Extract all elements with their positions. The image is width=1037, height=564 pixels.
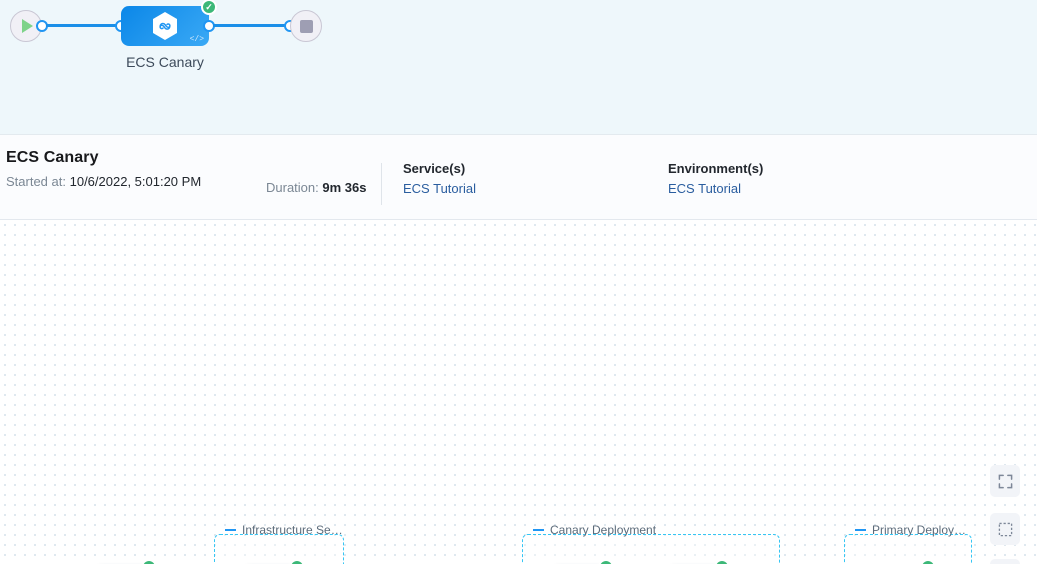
code-tag: </> [189, 35, 204, 44]
started-at-value: 10/6/2022, 5:01:20 PM [69, 174, 202, 189]
environments-value-link[interactable]: ECS Tutorial [668, 181, 741, 196]
services-label: Service(s) [403, 161, 466, 176]
collapse-dash-icon[interactable] [855, 529, 866, 531]
started-at-label: Started at [6, 174, 63, 189]
group-label: Primary Deploy… [872, 523, 967, 537]
duration-value: 9m 36s [322, 180, 367, 195]
zoom-controls[interactable]: + − [990, 559, 1020, 564]
group-label: Canary Deployment [550, 523, 657, 537]
page-title: ECS Canary [6, 149, 99, 166]
group-canary-deployment[interactable]: Canary Deployment [522, 523, 780, 564]
dashed-square-icon [998, 522, 1012, 536]
zoom-in-button[interactable]: + [990, 559, 1020, 564]
stop-icon [299, 19, 313, 33]
group-label: Infrastructure Se… [242, 523, 343, 537]
select-area-button[interactable] [990, 513, 1020, 545]
pipeline-overview-panel: </> ✓ ECS Canary [0, 0, 1037, 135]
play-icon [22, 19, 33, 33]
overview-edge-start [46, 24, 124, 27]
group-title[interactable]: Canary Deployment [533, 523, 656, 537]
green-check-icon: ✓ [141, 559, 157, 564]
green-check-icon: ✓ [201, 0, 217, 15]
overview-pipeline-node[interactable]: </> [121, 6, 209, 46]
execution-header: ECS Canary Started at: 10/6/2022, 5:01:2… [0, 135, 1037, 220]
header-divider [381, 163, 382, 205]
duration-label: Duration [266, 180, 316, 195]
overview-end-node[interactable] [290, 10, 322, 42]
group-infrastructure-section[interactable]: Infrastructure Se… [214, 523, 344, 564]
fullscreen-button[interactable] [990, 465, 1020, 497]
group-primary-deployment[interactable]: Primary Deploy… [844, 523, 972, 564]
group-title[interactable]: Infrastructure Se… [225, 523, 343, 537]
services-block: Service(s) ECS Tutorial [403, 161, 476, 196]
group-title[interactable]: Primary Deploy… [855, 523, 966, 537]
environments-label: Environment(s) [668, 161, 764, 176]
started-at: Started at: 10/6/2022, 5:01:20 PM [6, 174, 202, 189]
overview-node-label: ECS Canary [126, 54, 204, 70]
execution-graph-canvas[interactable]: Infrastructure Se… Canary Deployment Pri… [0, 220, 1037, 564]
collapse-dash-icon[interactable] [533, 529, 544, 531]
services-value-link[interactable]: ECS Tutorial [403, 181, 476, 196]
expand-corners-icon [998, 474, 1012, 488]
overview-edge-end [213, 24, 291, 27]
duration: Duration: 9m 36s [266, 180, 367, 195]
collapse-dash-icon[interactable] [225, 529, 236, 531]
environments-block: Environment(s) ECS Tutorial [668, 161, 763, 196]
harness-hexagon-infinity-icon [153, 12, 177, 40]
